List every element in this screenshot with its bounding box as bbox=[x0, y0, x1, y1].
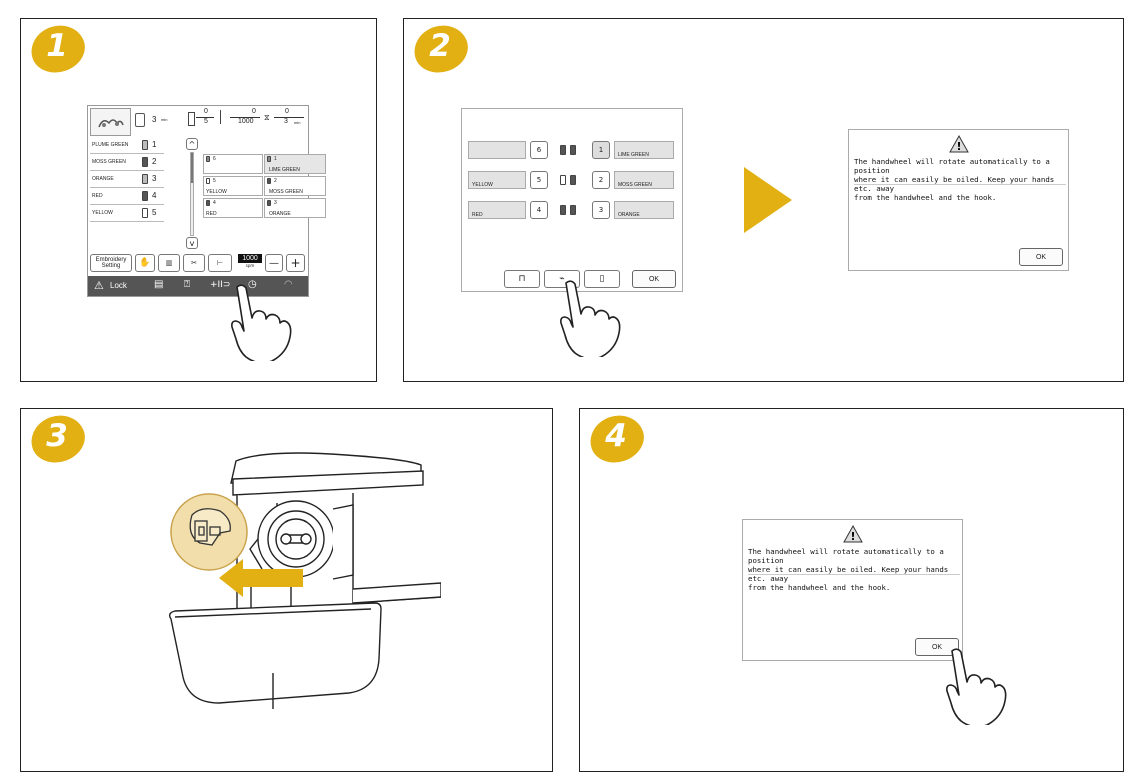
step-1-panel: 1 3 min 0 5 0 1000 ⧖ 0 3 min PLUME GREEN… bbox=[20, 18, 377, 382]
speed-minus-button[interactable]: — bbox=[265, 254, 283, 272]
dialog-message: The handwheel will rotate automatically … bbox=[854, 157, 1055, 202]
speed-plus-button[interactable]: + bbox=[286, 254, 305, 272]
oiling-dialog: ! The handwheel will rotate automaticall… bbox=[848, 129, 1069, 271]
needle-number: 5 bbox=[530, 171, 548, 189]
needle-number: 6 bbox=[530, 141, 548, 159]
spool-icon bbox=[570, 175, 576, 185]
stitch-total-bottom: 1000 bbox=[238, 118, 254, 125]
spool-button[interactable]: ▯ bbox=[584, 270, 620, 288]
scroll-down-button[interactable]: v bbox=[186, 237, 198, 249]
step-number: 4 bbox=[605, 418, 627, 455]
right-needle-bar[interactable]: MOSS GREEN bbox=[614, 171, 674, 189]
step-1-badge: 1 bbox=[25, 18, 91, 80]
right-needle-bar[interactable]: LIME GREEN bbox=[614, 141, 674, 159]
left-needle-bar[interactable] bbox=[468, 141, 526, 159]
stitch-counter-top: 0 bbox=[204, 108, 208, 115]
stitch-counter-bottom: 5 bbox=[204, 118, 208, 125]
lock-label[interactable]: Lock bbox=[110, 281, 127, 290]
spool-icon bbox=[560, 205, 566, 215]
needle-icon bbox=[135, 113, 145, 127]
direction-arrow-icon bbox=[219, 559, 303, 597]
scrollbar[interactable] bbox=[190, 152, 194, 236]
dialog-ok-button[interactable]: OK bbox=[1019, 248, 1063, 266]
warning-triangle-icon: ! bbox=[843, 525, 863, 543]
spool-counter-icon bbox=[188, 112, 195, 126]
needle-bar-select-button[interactable]: ⊓ bbox=[504, 270, 540, 288]
dialog-ok-button[interactable]: OK bbox=[915, 638, 959, 656]
svg-text:!: ! bbox=[956, 140, 961, 153]
pattern-thumbnail[interactable] bbox=[90, 108, 131, 136]
pointing-hand-icon bbox=[560, 280, 621, 357]
warning-triangle-icon: ! bbox=[949, 135, 969, 153]
pointing-hand-icon bbox=[946, 648, 1007, 725]
oiling-dialog: ! The handwheel will rotate automaticall… bbox=[742, 519, 963, 661]
status-bar: ⚠ Lock ▤ ⍰ +II⊃ ◷ ◠ bbox=[88, 276, 308, 296]
speed-display: 1000 spm bbox=[238, 254, 262, 272]
time-counter-top: 0 bbox=[285, 108, 289, 115]
needle-number: 3 bbox=[592, 201, 610, 219]
next-arrow-icon bbox=[744, 167, 792, 233]
time-value: 3 bbox=[152, 115, 157, 124]
color-row[interactable]: RED 4 bbox=[90, 188, 164, 205]
help-icon[interactable]: ⍰ bbox=[184, 279, 190, 290]
needle-bar-icon[interactable]: ▥ bbox=[158, 254, 180, 272]
machine-screen: 3 min 0 5 0 1000 ⧖ 0 3 min PLUME GREEN 1… bbox=[87, 105, 326, 297]
warning-lock-icon: ⚠ bbox=[94, 279, 104, 292]
step-2-panel: 2 6 1 LIME GREEN YELLOW 5 2 MOSS GREEN R… bbox=[403, 18, 1124, 382]
step-number: 1 bbox=[46, 28, 68, 65]
color-row[interactable]: ORANGE 3 bbox=[90, 171, 164, 188]
hourglass-icon: ⧖ bbox=[264, 113, 270, 122]
ok-button[interactable]: OK bbox=[632, 270, 676, 288]
zoom-bubble-icon bbox=[170, 493, 248, 571]
step-number: 3 bbox=[46, 418, 68, 455]
hand-icon[interactable]: ✋ bbox=[135, 254, 155, 272]
step-3-badge: 3 bbox=[25, 408, 91, 470]
needle-number: 1 bbox=[592, 141, 610, 159]
oiling-icon[interactable]: +II⊃ bbox=[210, 280, 231, 290]
color-list: PLUME GREEN 1 MOSS GREEN 2 ORANGE 3 RED … bbox=[90, 137, 164, 242]
needle-cell[interactable]: 6 bbox=[203, 154, 263, 174]
scroll-up-button[interactable]: ^ bbox=[186, 138, 198, 150]
spool-icon bbox=[570, 205, 576, 215]
step-4-badge: 4 bbox=[584, 408, 650, 470]
needle-number: 4 bbox=[530, 201, 548, 219]
embroidery-setting-button[interactable]: Embroidery Setting bbox=[90, 254, 132, 272]
left-needle-bar[interactable]: YELLOW bbox=[468, 171, 526, 189]
time-unit: min bbox=[161, 117, 168, 122]
left-needle-bar[interactable]: RED bbox=[468, 201, 526, 219]
color-row[interactable]: YELLOW 5 bbox=[90, 205, 164, 222]
thread-screen: 6 1 LIME GREEN YELLOW 5 2 MOSS GREEN RED… bbox=[461, 108, 683, 292]
color-row[interactable]: PLUME GREEN 1 bbox=[90, 137, 164, 154]
color-row[interactable]: MOSS GREEN 2 bbox=[90, 154, 164, 171]
time-counter-unit: min bbox=[294, 120, 301, 125]
svg-text:!: ! bbox=[850, 530, 855, 543]
wifi-icon[interactable]: ◠ bbox=[284, 279, 293, 290]
tension-icon[interactable]: ⊢ bbox=[208, 254, 232, 272]
step-2-badge: 2 bbox=[408, 18, 474, 80]
right-needle-bar[interactable]: ORANGE bbox=[614, 201, 674, 219]
step-number: 2 bbox=[429, 28, 451, 65]
thread-cut-icon[interactable]: ✂ bbox=[183, 254, 205, 272]
step-3-panel: 3 bbox=[20, 408, 553, 772]
spool-icon bbox=[560, 175, 566, 185]
dialog-message: The handwheel will rotate automatically … bbox=[748, 547, 949, 592]
pointing-hand-icon bbox=[231, 284, 292, 361]
document-icon[interactable]: ▤ bbox=[154, 279, 164, 290]
spool-icon bbox=[570, 145, 576, 155]
stitch-total-top: 0 bbox=[252, 108, 256, 115]
needle-number: 2 bbox=[592, 171, 610, 189]
time-counter-bottom: 3 bbox=[284, 118, 288, 125]
step-4-panel: 4 ! The handwheel will rotate automatica… bbox=[579, 408, 1124, 772]
spool-icon bbox=[560, 145, 566, 155]
needle-symbol-icon bbox=[220, 110, 224, 124]
clock-icon[interactable]: ◷ bbox=[248, 279, 257, 290]
